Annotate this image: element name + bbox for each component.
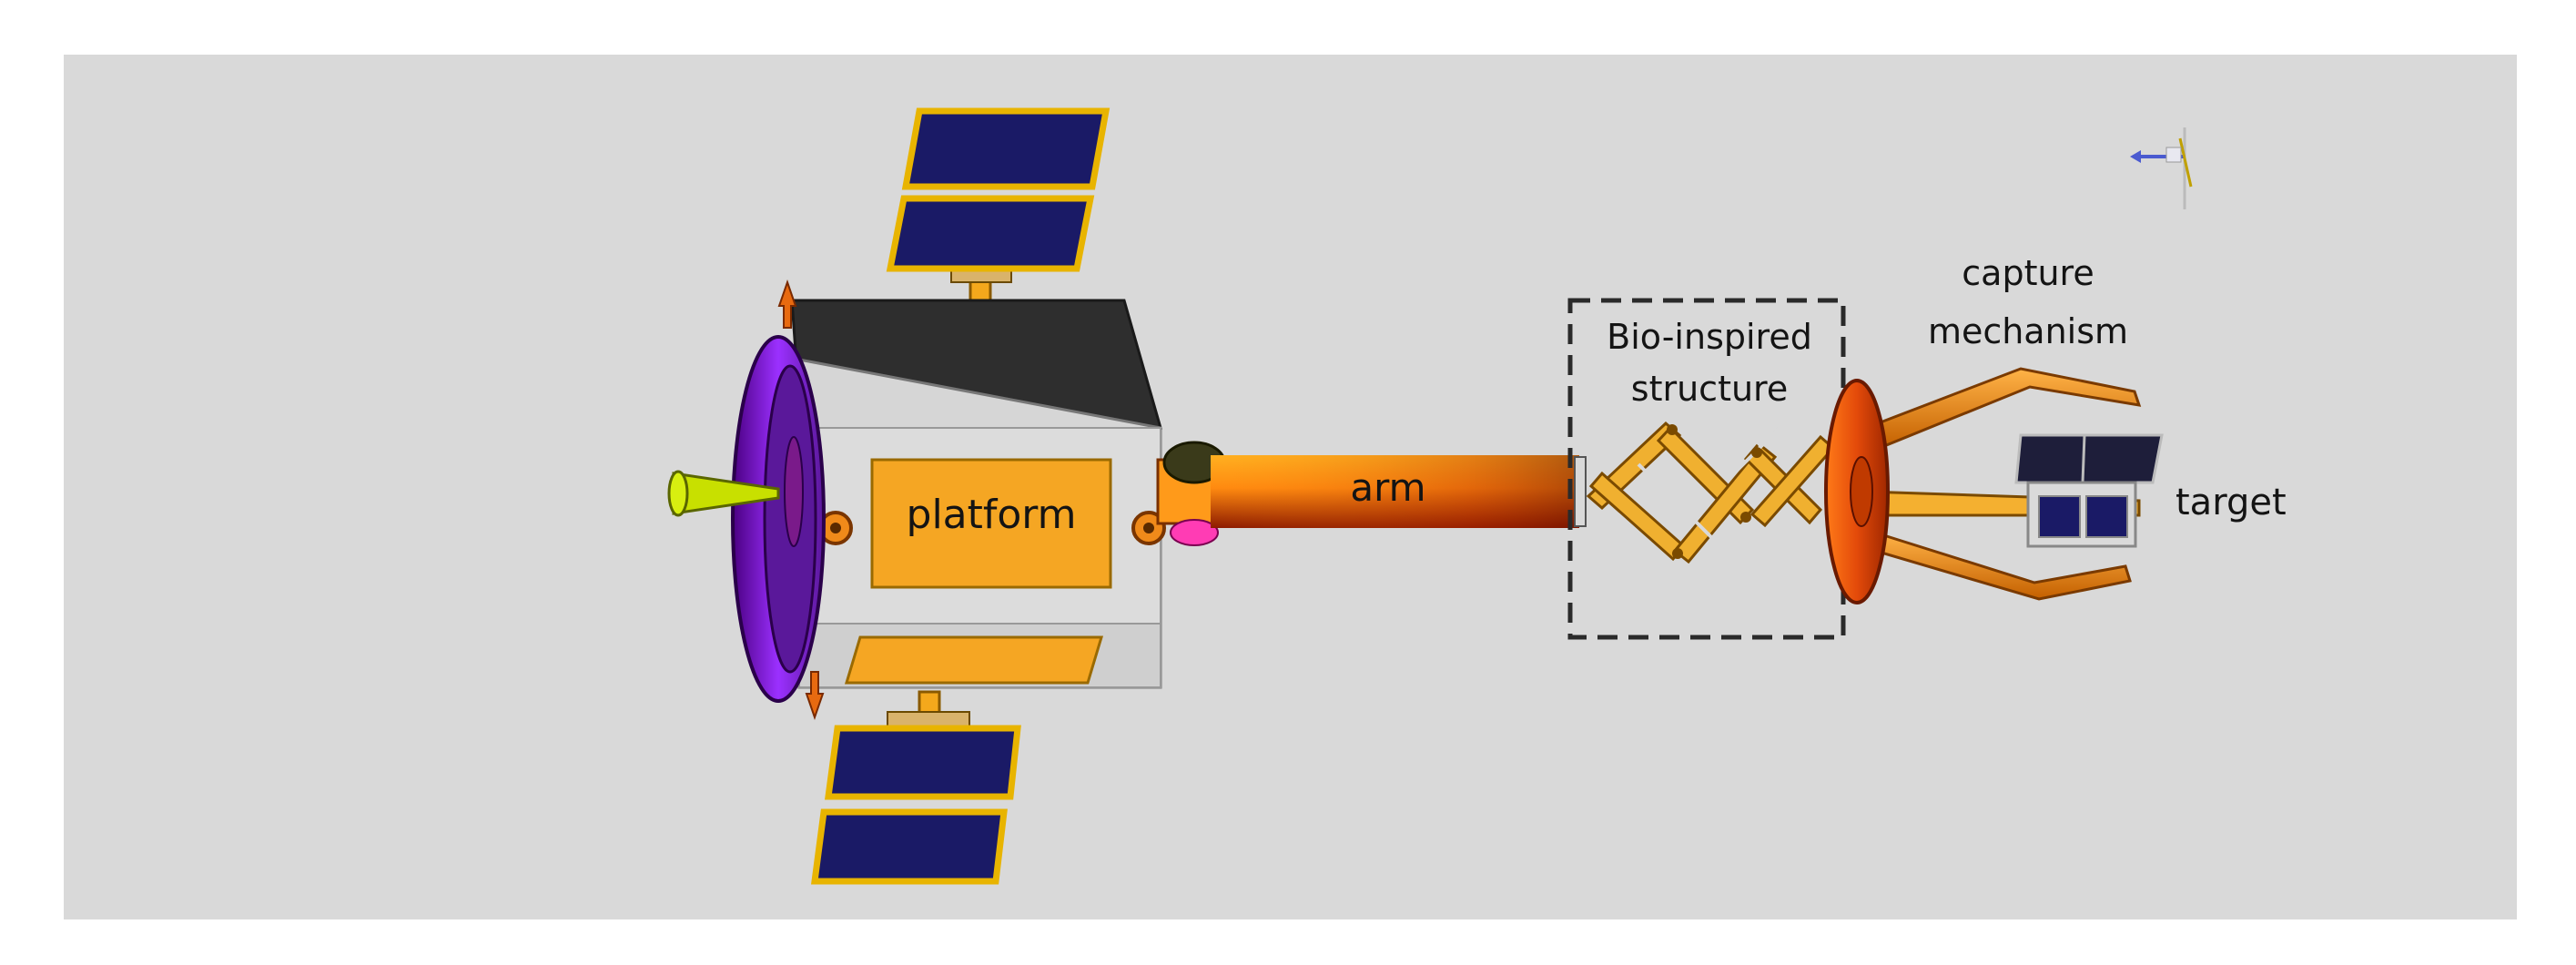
platform-left-joint-inner bbox=[830, 523, 841, 533]
scissor-pin bbox=[1740, 512, 1751, 523]
scissor-rod bbox=[1637, 462, 1713, 539]
antenna bbox=[667, 470, 780, 517]
target-satellite bbox=[2014, 433, 2164, 548]
bio-structure-label-line2: structure bbox=[1631, 369, 1788, 409]
ring-hub bbox=[784, 436, 804, 547]
target-divider bbox=[2081, 434, 2086, 483]
target-label: target bbox=[2175, 482, 2287, 523]
axis-z bbox=[2178, 137, 2193, 188]
axis-triad-icon bbox=[2130, 127, 2193, 209]
bottom-solar-panel-2 bbox=[811, 808, 1008, 885]
scissor-pin bbox=[1672, 548, 1683, 559]
robot-arm bbox=[1156, 441, 1587, 546]
docking-ring bbox=[731, 335, 826, 703]
bio-structure-label-line1: Bio-inspired bbox=[1607, 317, 1812, 357]
scissor-links bbox=[1586, 421, 1836, 564]
scissor-link bbox=[1672, 443, 1778, 564]
arm-tube-shade bbox=[1211, 455, 1579, 528]
platform-right-joint-inner bbox=[1143, 523, 1154, 533]
top-thruster bbox=[777, 279, 797, 329]
platform-label: platform bbox=[907, 492, 1077, 538]
scissor-pin bbox=[1751, 447, 1762, 458]
bottom-solar-bracket bbox=[887, 711, 970, 727]
scissor-link bbox=[1588, 471, 1687, 562]
target-panel-right bbox=[2085, 495, 2128, 538]
top-solar-array bbox=[886, 107, 1111, 371]
bottom-thruster bbox=[805, 671, 825, 721]
target-top bbox=[2014, 433, 2164, 484]
target-panel-left bbox=[2038, 495, 2081, 538]
bottom-solar-array bbox=[811, 690, 1021, 885]
capture-disc-hub bbox=[1850, 456, 1873, 527]
bottom-solar-panel-1 bbox=[825, 725, 1021, 800]
arm-end-cap bbox=[1574, 456, 1587, 527]
arm-shoulder-pink bbox=[1170, 519, 1219, 546]
thrusters bbox=[777, 279, 825, 721]
axis-x-head bbox=[2130, 150, 2141, 163]
bio-inspired-structure bbox=[1567, 298, 1846, 640]
capture-mechanism bbox=[1824, 367, 2142, 604]
platform-lower-plate bbox=[844, 635, 1104, 685]
scissor-pin bbox=[1667, 424, 1678, 435]
antenna-dish bbox=[667, 470, 689, 517]
capture-label-line2: mechanism bbox=[1928, 311, 2128, 351]
capture-label-line1: capture bbox=[1962, 253, 2094, 293]
top-solar-panel-1 bbox=[901, 107, 1111, 190]
platform-body bbox=[790, 299, 1166, 689]
platform-label-box bbox=[870, 458, 1112, 589]
axis-origin bbox=[2165, 147, 2182, 163]
top-solar-panel-2 bbox=[886, 195, 1095, 272]
arm-label: arm bbox=[1350, 465, 1425, 510]
